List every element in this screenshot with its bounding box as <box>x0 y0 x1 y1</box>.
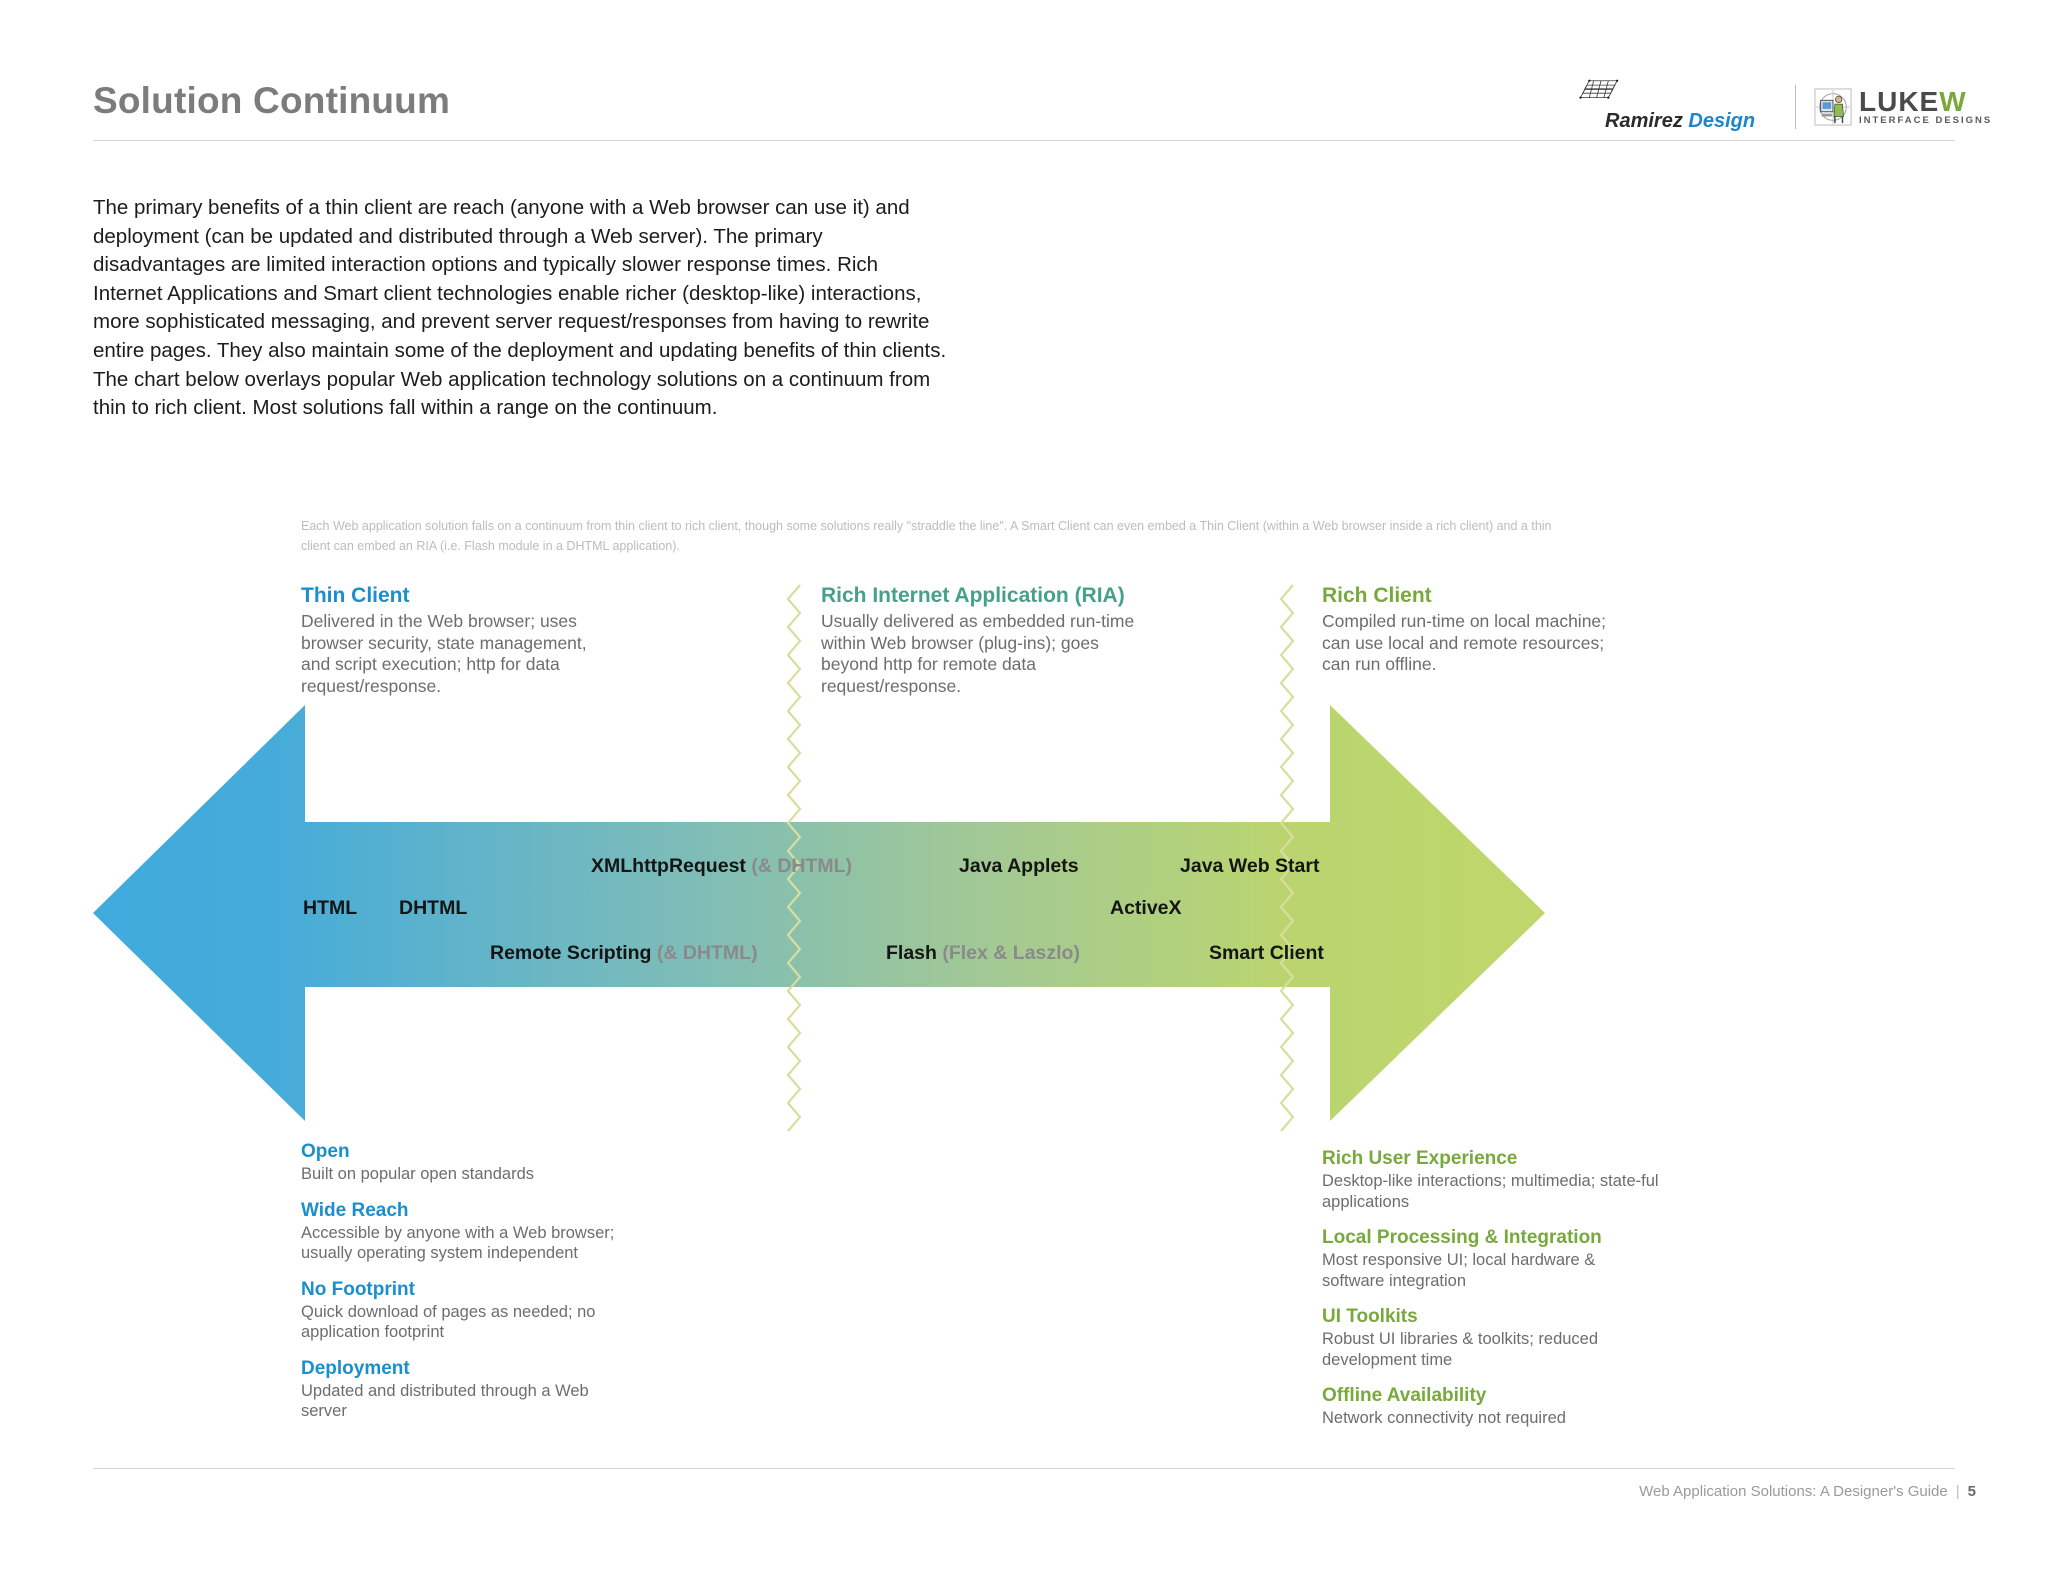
ramirez-design-logo: Ramirez Design <box>1577 78 1785 132</box>
benefit-description: Quick download of pages as needed; no ap… <box>301 1302 596 1342</box>
benefit-title: No Footprint <box>301 1278 415 1300</box>
tech-label-java-web-start: Java Web Start <box>1180 855 1319 878</box>
benefit-item: Wide Reach Accessible by anyone with a W… <box>301 1199 631 1264</box>
ramirez-design-wordmark: Ramirez Design <box>1605 110 1755 133</box>
column-thin-client: Thin Client Delivered in the Web browser… <box>301 583 601 697</box>
benefit-item: UI Toolkits Robust UI libraries & toolki… <box>1322 1305 1662 1370</box>
benefit-description: Desktop-like interactions; multimedia; s… <box>1322 1172 1659 1211</box>
tech-label-text: Java Applets <box>959 855 1079 877</box>
lukew-logo: LUKEW INTERFACE DESIGNS <box>1814 82 1990 132</box>
column-title: Rich Internet Application (RIA) <box>821 584 1125 607</box>
intro-paragraph: The primary benefits of a thin client ar… <box>93 196 947 420</box>
logo-block: Ramirez Design LUKEW INTERFACE DESIGNS <box>1577 78 1990 132</box>
tech-label-text: HTML <box>303 897 358 919</box>
benefit-title: Local Processing & Integration <box>1322 1227 1602 1248</box>
benefit-item: No Footprint Quick download of pages as … <box>301 1278 631 1343</box>
benefit-description: Most responsive UI; local hardware & sof… <box>1322 1251 1596 1290</box>
lukew-main-text: LUKE <box>1859 85 1940 117</box>
lukew-wordmark: LUKEW INTERFACE DESIGNS <box>1859 85 1993 126</box>
ramirez-word: Ramirez <box>1605 110 1683 132</box>
tech-label-text: DHTML <box>399 897 468 919</box>
footer: Web Application Solutions: A Designer's … <box>1639 1483 1976 1500</box>
logo-divider <box>1795 85 1796 129</box>
benefit-description: Updated and distributed through a Web se… <box>301 1381 589 1421</box>
tech-label-note: (& DHTML) <box>751 855 853 877</box>
tech-label-xmlhttprequest: XMLhttpRequest (& DHTML) <box>591 855 852 878</box>
zigzag-divider-right <box>1279 584 1295 1132</box>
tech-label-text: XMLhttpRequest <box>591 855 746 877</box>
tech-label-activex: ActiveX <box>1110 897 1182 920</box>
benefit-description: Network connectivity not required <box>1322 1409 1566 1427</box>
footer-document-title: Web Application Solutions: A Designer's … <box>1639 1483 1948 1500</box>
benefits-rich-client: Rich User Experience Desktop-like intera… <box>1322 1147 1662 1443</box>
footer-separator: | <box>1955 1483 1960 1500</box>
benefit-description: Built on popular open standards <box>301 1165 534 1183</box>
benefit-item: Open Built on popular open standards <box>301 1140 631 1185</box>
tech-label-text: Flash <box>886 942 937 964</box>
tech-label-java-applets: Java Applets <box>959 855 1079 878</box>
lukew-w-letter: W <box>1939 85 1967 117</box>
tech-label-note: (& DHTML) <box>656 942 758 964</box>
tech-label-text: Smart Client <box>1209 942 1324 964</box>
column-description: Delivered in the Web browser; uses brows… <box>301 611 587 696</box>
benefit-title: Open <box>301 1141 350 1162</box>
benefit-item: Local Processing & Integration Most resp… <box>1322 1226 1662 1291</box>
tech-label-text: Remote Scripting <box>490 942 652 964</box>
tech-label-smart-client: Smart Client <box>1209 942 1324 965</box>
lukew-subtitle: INTERFACE DESIGNS <box>1859 114 1993 126</box>
design-word: Design <box>1688 110 1756 132</box>
benefit-item: Rich User Experience Desktop-like intera… <box>1322 1147 1662 1212</box>
benefit-title: Rich User Experience <box>1322 1148 1518 1169</box>
benefits-thin-client: Open Built on popular open standards Wid… <box>301 1140 631 1436</box>
tech-label-note: (Flex & Laszlo) <box>942 942 1080 964</box>
column-description: Usually delivered as embedded run-time w… <box>821 611 1135 696</box>
benefit-description: Robust UI libraries & toolkits; reduced … <box>1322 1330 1599 1369</box>
column-title: Thin Client <box>301 584 410 607</box>
diagram-caption: Each Web application solution falls on a… <box>301 519 1552 553</box>
column-title: Rich Client <box>1322 584 1432 607</box>
benefit-title: Wide Reach <box>301 1199 409 1221</box>
footer-page-number: 5 <box>1967 1483 1976 1500</box>
mesh-grid-icon <box>1579 79 1619 99</box>
tech-label-text: Java Web Start <box>1180 855 1320 877</box>
benefit-title: Offline Availability <box>1322 1385 1487 1406</box>
benefit-title: Deployment <box>301 1357 410 1379</box>
column-description: Compiled run-time on local machine; can … <box>1322 611 1607 674</box>
tech-label-html: HTML <box>303 897 357 920</box>
page-title: Solution Continuum <box>93 80 451 121</box>
footer-divider <box>93 1468 1955 1469</box>
benefit-title: UI Toolkits <box>1322 1306 1418 1327</box>
header-divider <box>93 140 1955 141</box>
tech-label-flash: Flash (Flex & Laszlo) <box>886 942 1080 965</box>
benefit-description: Accessible by anyone with a Web browser;… <box>301 1223 615 1263</box>
tech-label-remote-scripting: Remote Scripting (& DHTML) <box>490 942 758 965</box>
tech-label-dhtml: DHTML <box>399 897 467 920</box>
computer-person-icon <box>1814 88 1852 126</box>
tech-label-text: ActiveX <box>1110 897 1182 919</box>
zigzag-divider-left <box>786 584 802 1132</box>
column-rich-client: Rich Client Compiled run-time on local m… <box>1322 583 1622 676</box>
benefit-item: Offline Availability Network connectivit… <box>1322 1384 1662 1429</box>
column-rich-internet-application: Rich Internet Application (RIA) Usually … <box>821 583 1151 697</box>
benefit-item: Deployment Updated and distributed throu… <box>301 1357 631 1422</box>
